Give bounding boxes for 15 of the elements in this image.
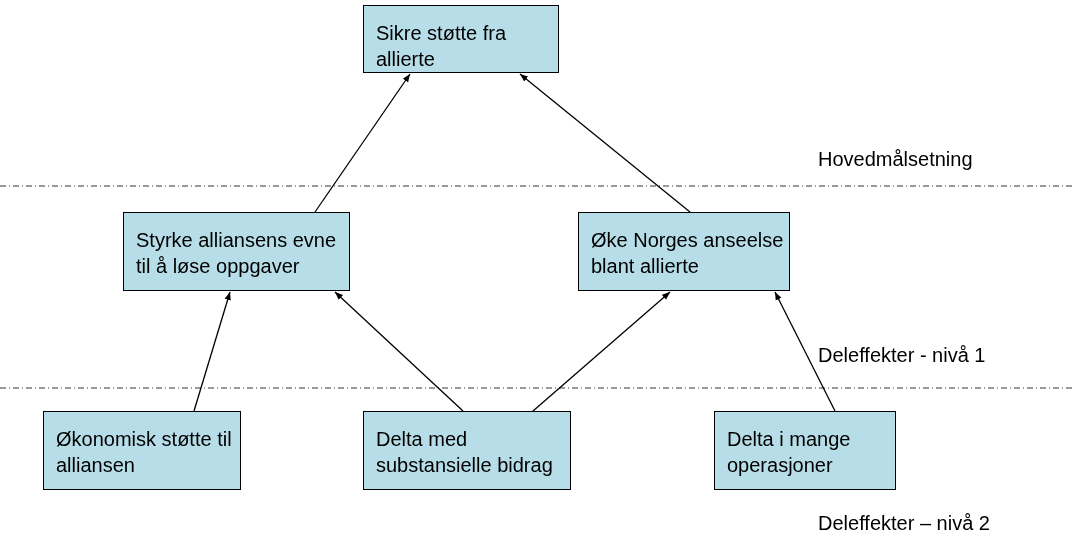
arrow xyxy=(519,73,691,213)
level-label: Deleffekter - nivå 1 xyxy=(818,344,986,367)
arrow xyxy=(774,291,836,412)
arrow xyxy=(532,291,671,412)
level-label: Hovedmålsetning xyxy=(818,148,973,171)
goal-box: Delta i mange operasjoner xyxy=(714,411,896,490)
goal-box: Økonomisk støtte til alliansen xyxy=(43,411,241,490)
arrow xyxy=(334,291,464,412)
arrow xyxy=(314,73,411,213)
arrow xyxy=(193,291,231,412)
goal-box: Delta med substansielle bidrag xyxy=(363,411,571,490)
goal-box: Styrke alliansens evne til å løse oppgaver xyxy=(123,212,350,291)
level-label: Deleffekter – nivå 2 xyxy=(818,512,990,535)
goal-box: Øke Norges anseelse blant allierte xyxy=(578,212,790,291)
goal-box: Sikre støtte fra allierte xyxy=(363,5,559,73)
